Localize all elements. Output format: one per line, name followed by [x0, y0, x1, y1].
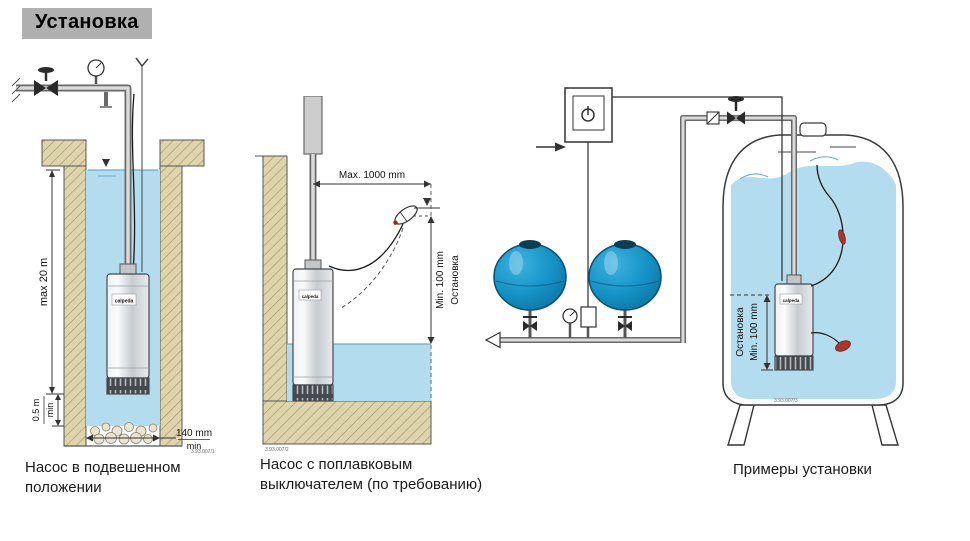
dim-min-label: Min. 100 mm: [435, 251, 446, 309]
mains-arrow-icon: [536, 142, 566, 152]
tank-leg-left: [727, 404, 755, 446]
gate-valve: [34, 67, 58, 96]
tank-water: [731, 161, 896, 399]
delivery-pipe: [303, 96, 323, 264]
pump-cable: [810, 164, 844, 287]
dimension-bottom-clearance: [43, 394, 64, 427]
dim-bottom-unit: min: [45, 403, 55, 418]
float-cable: [328, 223, 404, 271]
pump: calpeda: [106, 263, 150, 395]
storage-tank: [722, 122, 904, 446]
control-box: [564, 87, 613, 143]
figure-suspended-pump: calpeda max 20 m 0.5 m min: [11, 57, 215, 455]
dim-bottom-value: 0.5 m: [31, 399, 41, 422]
check-valve: [706, 111, 720, 125]
caption-fig2-line1: Насос с поплавковым: [260, 456, 413, 473]
figure-float-switch-pump: calpeda Max. 1000 mm Mi: [255, 96, 461, 453]
dim-min-label: Min. 100 mm: [749, 303, 760, 361]
pressure-gauge: [87, 59, 105, 84]
figure-ref: 3.93.007/3: [774, 398, 798, 404]
dimension-max-cable: [313, 180, 431, 188]
dim-width-unit: min: [187, 441, 202, 451]
pressure-vessel-1: [493, 240, 567, 338]
stop-label: Остановка: [450, 255, 461, 305]
power-cable: [131, 93, 136, 273]
outflow-arrow-icon: [484, 331, 501, 349]
pump-supply-cable: [612, 96, 783, 281]
pit-wall: [255, 155, 432, 445]
figure-ref: 3.93.007/1: [191, 449, 215, 455]
dimension-depth: [46, 169, 64, 395]
tank-leg-right: [871, 404, 899, 446]
dim-depth-label: max 20 m: [38, 258, 50, 306]
pump-brand-text: calpeda: [783, 298, 800, 303]
water-level-marker: [102, 159, 110, 167]
pressure-vessel-2: [588, 240, 662, 338]
pressure-gauge: [562, 308, 578, 338]
caption-fig1-line2: положении: [25, 479, 102, 497]
pump-strainer: [106, 377, 150, 395]
float-switch: [835, 340, 851, 352]
caption-fig1: Насос в подвешенном положении: [25, 458, 181, 499]
start-level-marker: [413, 198, 440, 217]
caption-fig2: Насос с поплавковым выключателем (по тре…: [260, 455, 482, 496]
pump-label: [779, 293, 803, 305]
pump-label: [298, 289, 322, 301]
caption-fig1-line1: Насос в подвешенном: [25, 459, 181, 476]
pump-label: [111, 293, 137, 306]
float-swing-arc: [340, 227, 404, 309]
caption-fig2-line2: выключателем (по требованию): [260, 476, 483, 494]
pump-brand-text: calpeda: [115, 299, 134, 305]
well-wall: [41, 139, 205, 447]
tank-cap: [799, 122, 827, 137]
pump-brand-text: calpeda: [302, 294, 319, 299]
dimension-min-level: [427, 216, 435, 344]
float-switch: [393, 205, 418, 225]
manifold-pipe: [484, 331, 683, 349]
dimension-min-level: [761, 295, 773, 371]
dim-max-label: Max. 1000 mm: [339, 170, 405, 181]
caption-fig3: Примеры установки: [733, 461, 872, 478]
figure-installation-examples: Остановка Min. 100 mm calpeda 3.93.007/3: [484, 87, 904, 446]
pump-strainer: [774, 355, 814, 371]
gravel: [90, 422, 158, 445]
page-title: Установка: [22, 8, 152, 39]
lifting-rope: [135, 57, 149, 272]
stop-label: Остановка: [735, 307, 746, 357]
dimension-well-width: [86, 434, 210, 442]
figure-ref: 3.93.007/2: [265, 447, 289, 453]
cable-connector: [838, 229, 846, 245]
float-cable: [810, 332, 840, 344]
pump-strainer: [292, 384, 334, 402]
dim-width-value: 140 mm: [176, 428, 212, 439]
pump: calpeda: [774, 274, 814, 371]
pressure-switch: [580, 306, 597, 338]
pump: calpeda: [292, 259, 334, 402]
